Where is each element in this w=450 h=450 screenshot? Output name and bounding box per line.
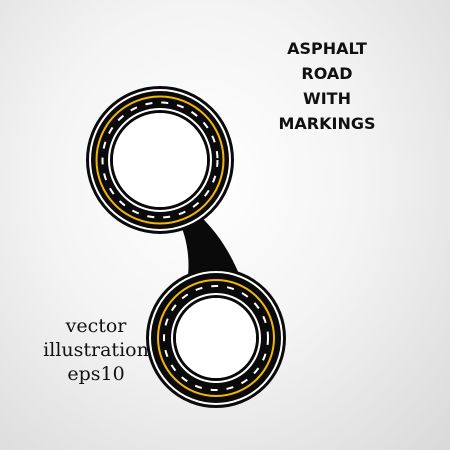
caption-line: illustration xyxy=(43,339,149,361)
outer-edge-line xyxy=(89,89,231,231)
center-line xyxy=(157,279,275,397)
inner-edge-line xyxy=(108,108,212,212)
lane-dashes xyxy=(163,285,269,391)
lane-dashes xyxy=(101,101,219,219)
upper-road-loop xyxy=(86,86,234,234)
title-line: WITH xyxy=(303,89,351,108)
center-line xyxy=(95,95,225,225)
title: ASPHALT ROAD WITH MARKINGS xyxy=(242,36,412,136)
title-line: ROAD xyxy=(301,64,353,83)
caption: vector illustration eps10 xyxy=(26,314,166,386)
caption-line: vector xyxy=(65,315,127,337)
outer-edge-line xyxy=(149,271,283,405)
inner-edge-line xyxy=(171,293,261,383)
lower-road-loop xyxy=(146,268,286,408)
caption-line: eps10 xyxy=(67,363,125,385)
upper-loop-center xyxy=(113,113,207,207)
lower-loop-center xyxy=(176,298,256,378)
title-line: ASPHALT xyxy=(287,39,367,58)
road-crossing xyxy=(178,212,240,276)
title-line: MARKINGS xyxy=(278,114,376,133)
